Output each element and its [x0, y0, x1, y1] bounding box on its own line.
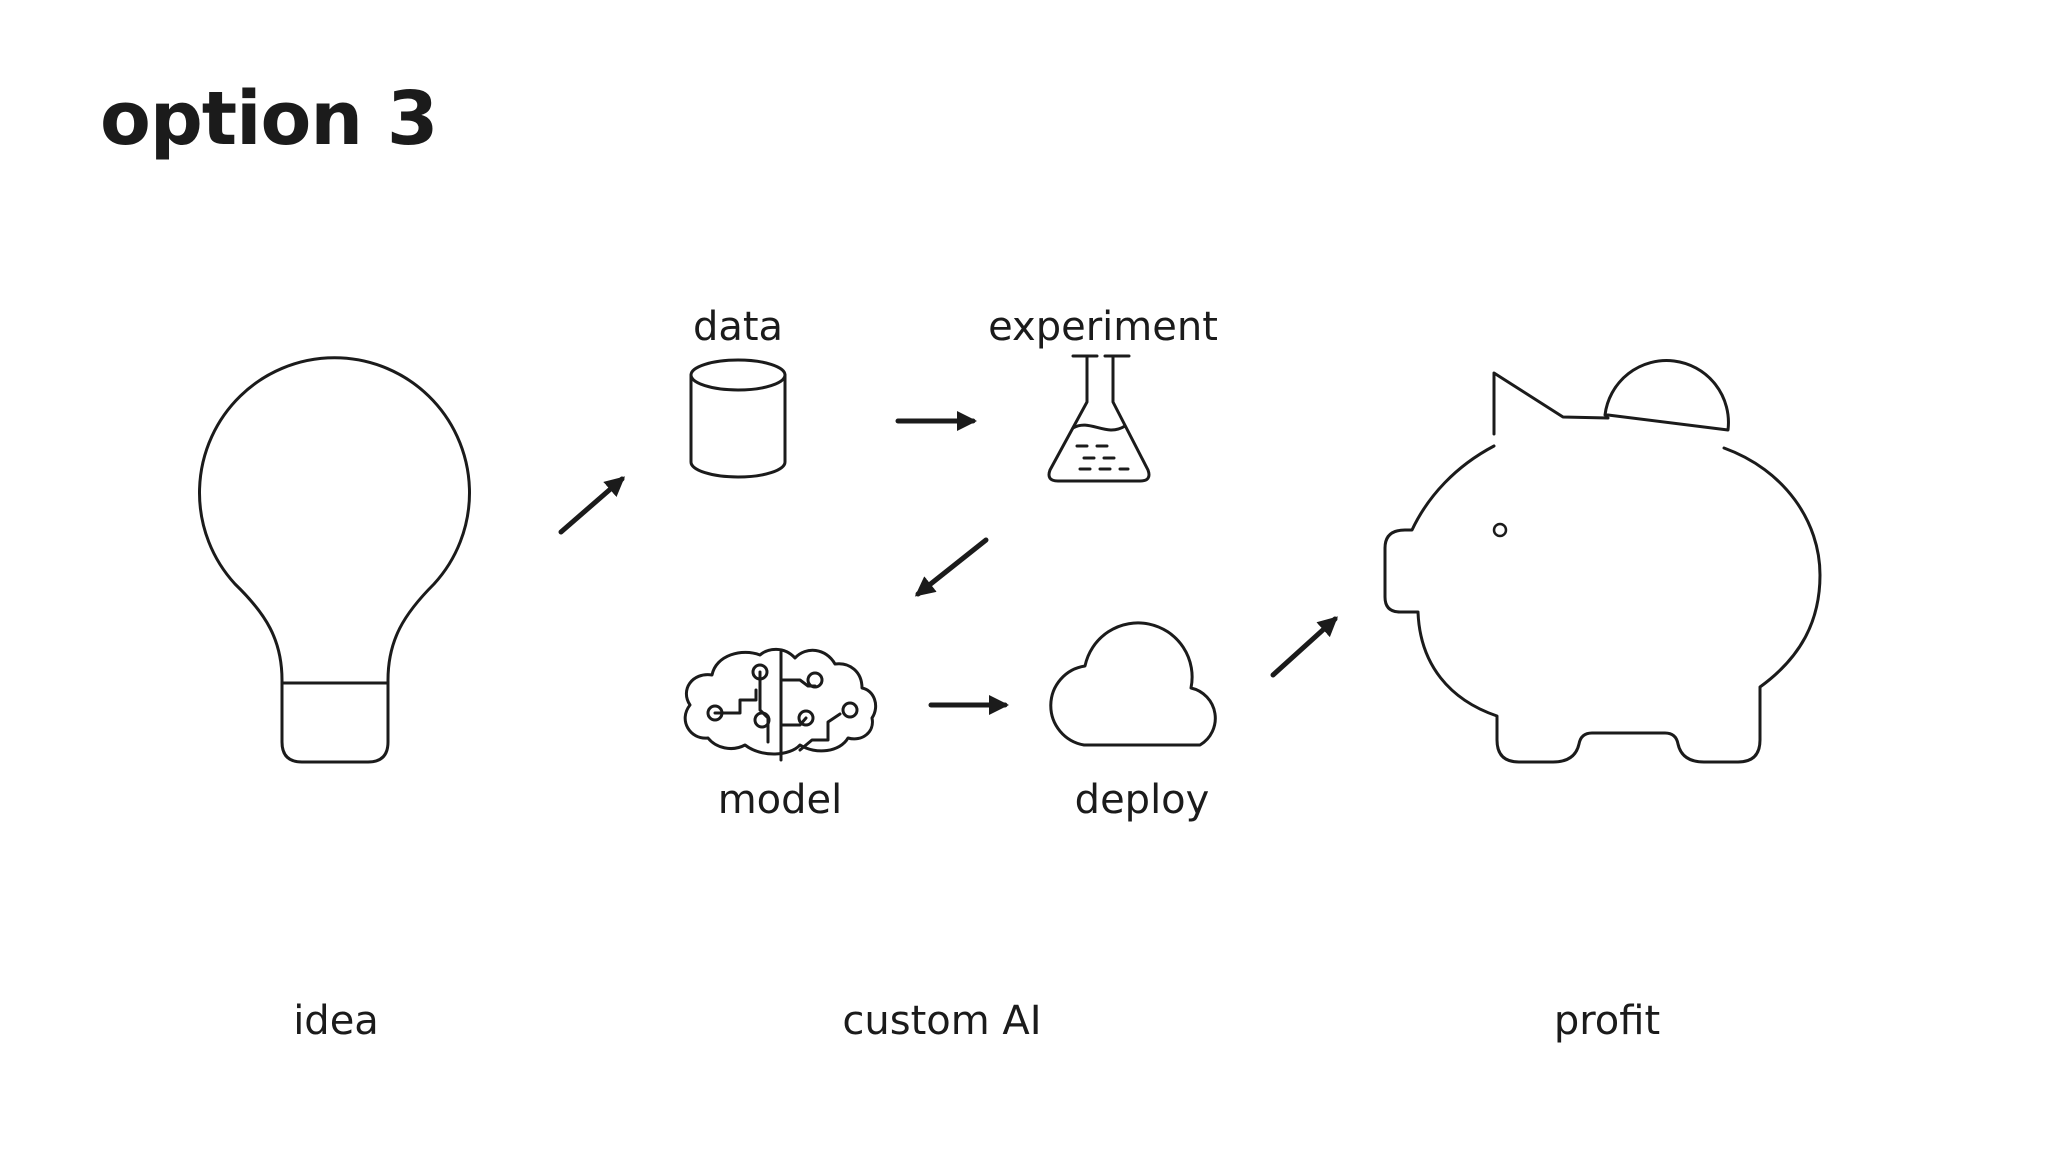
brain-circuit-icon — [683, 647, 878, 762]
profit-label: profit — [1553, 998, 1661, 1044]
data-label: data — [692, 304, 784, 350]
lightbulb-icon — [198, 356, 471, 764]
flask-icon — [1047, 354, 1151, 483]
arrow-deploy-to-profit — [1270, 616, 1338, 678]
arrow-experiment-to-model — [914, 537, 989, 597]
database-icon — [689, 358, 787, 479]
experiment-label: experiment — [988, 304, 1218, 350]
slide-title: option 3 — [100, 76, 438, 162]
deploy-label: deploy — [1074, 777, 1210, 823]
model-label: model — [717, 777, 843, 823]
idea-label: idea — [293, 998, 379, 1044]
arrow-idea-to-data — [558, 476, 626, 535]
piggy-bank-icon — [1383, 359, 1822, 764]
cloud-icon — [1049, 621, 1217, 747]
custom-ai-label: custom AI — [842, 998, 1042, 1044]
